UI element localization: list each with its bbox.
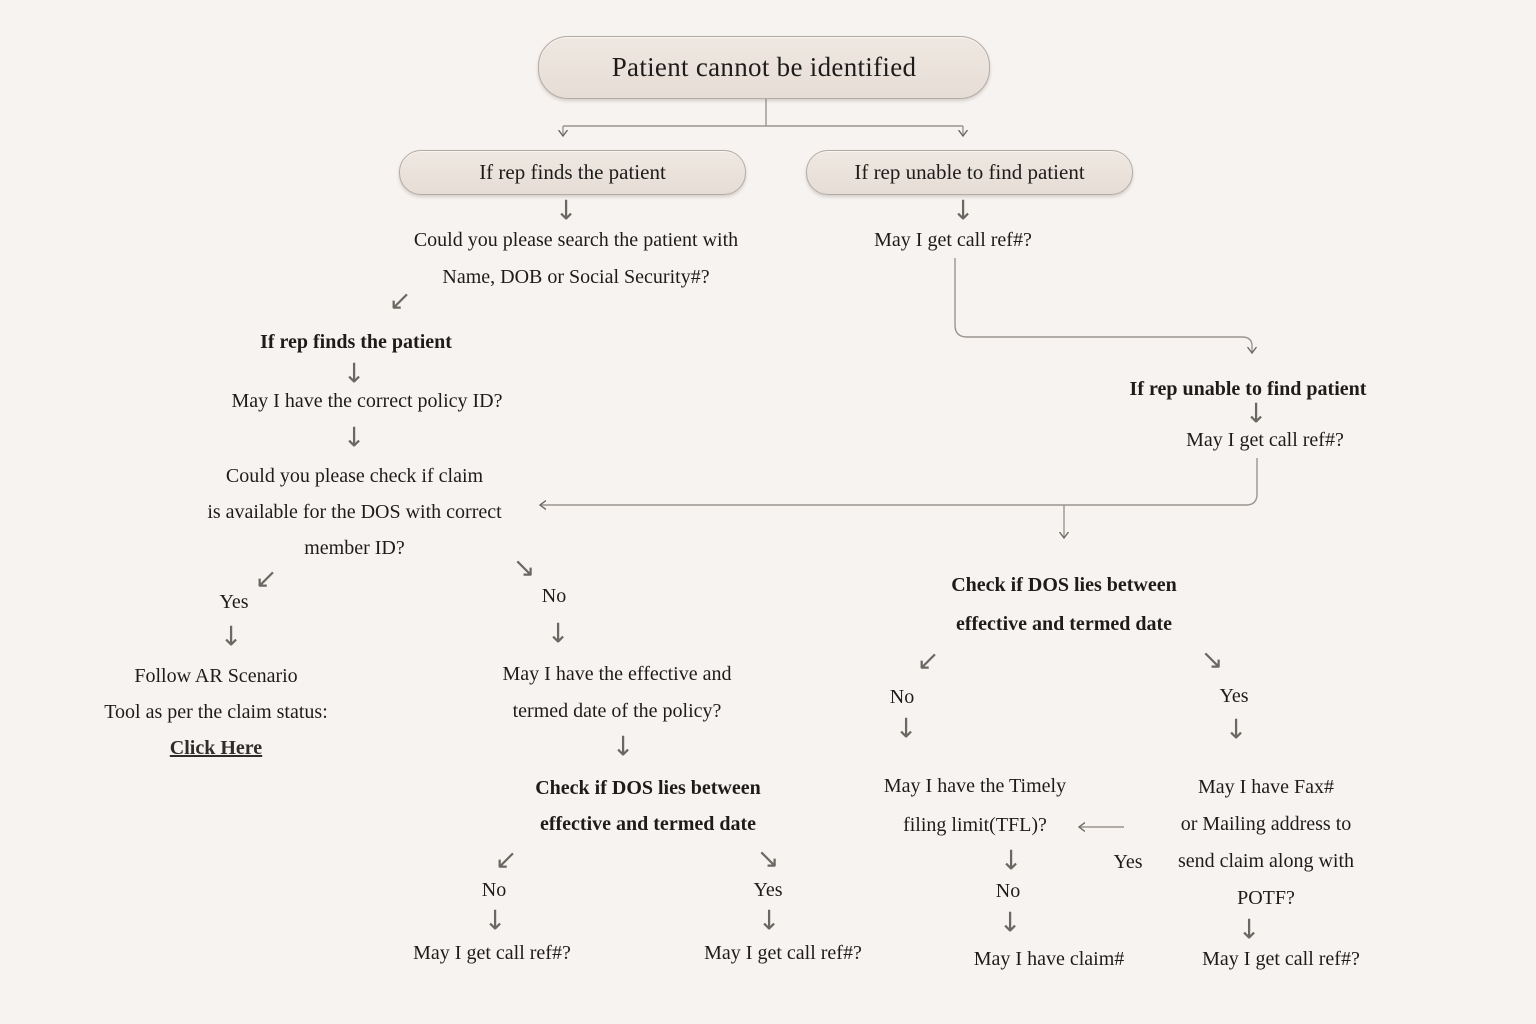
node-tfl-yes: Yes [1093,849,1163,875]
arrow-down-icon: ↓ [219,621,243,653]
node-line: If rep finds the patient [260,331,452,353]
node-follow-ar: Follow AR Scenario Tool as per the claim… [86,658,346,766]
node-line: is available for the DOS with correct [207,501,502,523]
node-call-ref-top: May I get call ref#? [858,227,1048,253]
node-line: Follow AR Scenario [134,665,298,687]
arrow-down-icon: ↓ [554,195,578,227]
node-fax-mailing: May I have Fax# or Mailing address to se… [1160,769,1372,917]
node-line: May I have Fax# [1197,776,1335,798]
node-policy-id: May I have the correct policy ID? [217,388,517,414]
arrow-down-left-icon: ↙ [388,285,412,317]
node-branch-rep-finds: If rep finds the patient [399,150,746,195]
node-line: May I get call ref#? [413,942,571,964]
node-claim-no: No [519,583,589,609]
node-claim-number: May I have claim# [954,946,1144,972]
node-dos-check-mid: Check if DOS lies between effective and … [517,770,779,842]
node-line: Tool as per the claim status: [104,701,328,723]
arrow-down-icon: ↓ [757,905,781,937]
node-line: No [541,585,567,607]
node-line: May I have claim# [973,948,1125,970]
click-here-link[interactable]: Click Here [169,737,263,759]
arrow-down-icon: ↓ [483,905,507,937]
node-line: Could you please search the patient with [413,229,739,251]
node-line: No [481,879,507,901]
node-line: termed date of the policy? [512,700,722,722]
arrow-down-left-icon: ↙ [494,844,518,876]
node-root-label: Patient cannot be identified [611,52,917,82]
node-call-ref-right: May I get call ref#? [1170,427,1360,453]
node-line: send claim along with [1177,850,1355,872]
node-line: May I get call ref#? [704,942,862,964]
node-mid-yes: Yes [733,877,803,903]
node-line: effective and termed date [955,613,1173,635]
connector-callref-to-not-found-header [954,258,1252,353]
node-rep-unable-header: If rep unable to find patient [1108,376,1388,402]
arrow-down-icon: ↓ [342,358,366,390]
node-call-ref-mid-yes: May I get call ref#? [688,940,878,966]
node-call-ref-mid-no: May I get call ref#? [397,940,587,966]
node-mid-no: No [459,877,529,903]
node-line: effective and termed date [539,813,757,835]
node-line: May I have the Timely [883,775,1067,797]
node-line: Could you please check if claim [225,465,484,487]
arrow-down-icon: ↓ [1224,714,1248,746]
node-line: POTF? [1237,887,1295,909]
node-root: Patient cannot be identified [538,36,990,99]
node-line: May I get call ref#? [874,229,1032,251]
node-right-no: No [867,684,937,710]
node-line: Check if DOS lies between [535,777,761,799]
arrow-down-right-icon: ↘ [512,552,536,584]
node-line: Yes [219,591,249,613]
node-line: May I get call ref#? [1186,429,1344,451]
node-line: or Mailing address to [1180,813,1352,835]
node-line: filing limit(TFL)? [903,814,1047,836]
node-line: May I have the effective and [502,663,732,685]
arrow-down-icon: ↓ [998,907,1022,939]
node-branch-rep-unable: If rep unable to find patient [806,150,1133,195]
node-line: May I get call ref#? [1202,948,1360,970]
arrow-down-icon: ↓ [342,422,366,454]
arrow-down-left-icon: ↙ [916,645,940,677]
arrow-down-left-icon: ↙ [254,563,278,595]
node-line: member ID? [304,537,405,559]
connector-callref-right-to-claim-check [540,458,1258,505]
node-line: Yes [1219,685,1249,707]
node-rep-finds-header: If rep finds the patient [236,329,476,355]
node-line: Yes [753,879,783,901]
node-line: May I have the correct policy ID? [231,390,503,412]
node-search-patient: Could you please search the patient with… [383,222,769,296]
node-line: Check if DOS lies between [951,574,1177,596]
node-branch-rep-unable-label: If rep unable to find patient [854,160,1085,184]
node-tfl-no: No [973,878,1043,904]
arrow-down-right-icon: ↘ [756,843,780,875]
node-claim-yes: Yes [199,589,269,615]
node-line: If rep unable to find patient [1129,378,1367,400]
node-line: No [889,686,915,708]
node-line: No [995,880,1021,902]
arrow-down-icon: ↓ [1237,914,1261,946]
node-claim-check: Could you please check if claim is avail… [188,458,521,566]
node-tfl: May I have the Timely filing limit(TFL)? [866,767,1084,845]
arrow-down-icon: ↓ [951,195,975,227]
node-call-ref-fax: May I get call ref#? [1186,946,1376,972]
arrow-down-icon: ↓ [1244,398,1268,430]
arrow-down-icon: ↓ [546,618,570,650]
arrow-down-icon: ↓ [611,731,635,763]
node-effective-termed: May I have the effective and termed date… [485,656,749,730]
node-dos-check-right: Check if DOS lies between effective and … [932,566,1196,644]
node-line: Name, DOB or Social Security#? [442,266,710,288]
node-line: Yes [1113,851,1143,873]
arrow-down-icon: ↓ [999,845,1023,877]
arrow-down-icon: ↓ [894,713,918,745]
node-right-yes: Yes [1199,683,1269,709]
node-branch-rep-finds-label: If rep finds the patient [479,160,666,184]
arrow-down-right-icon: ↘ [1200,644,1224,676]
